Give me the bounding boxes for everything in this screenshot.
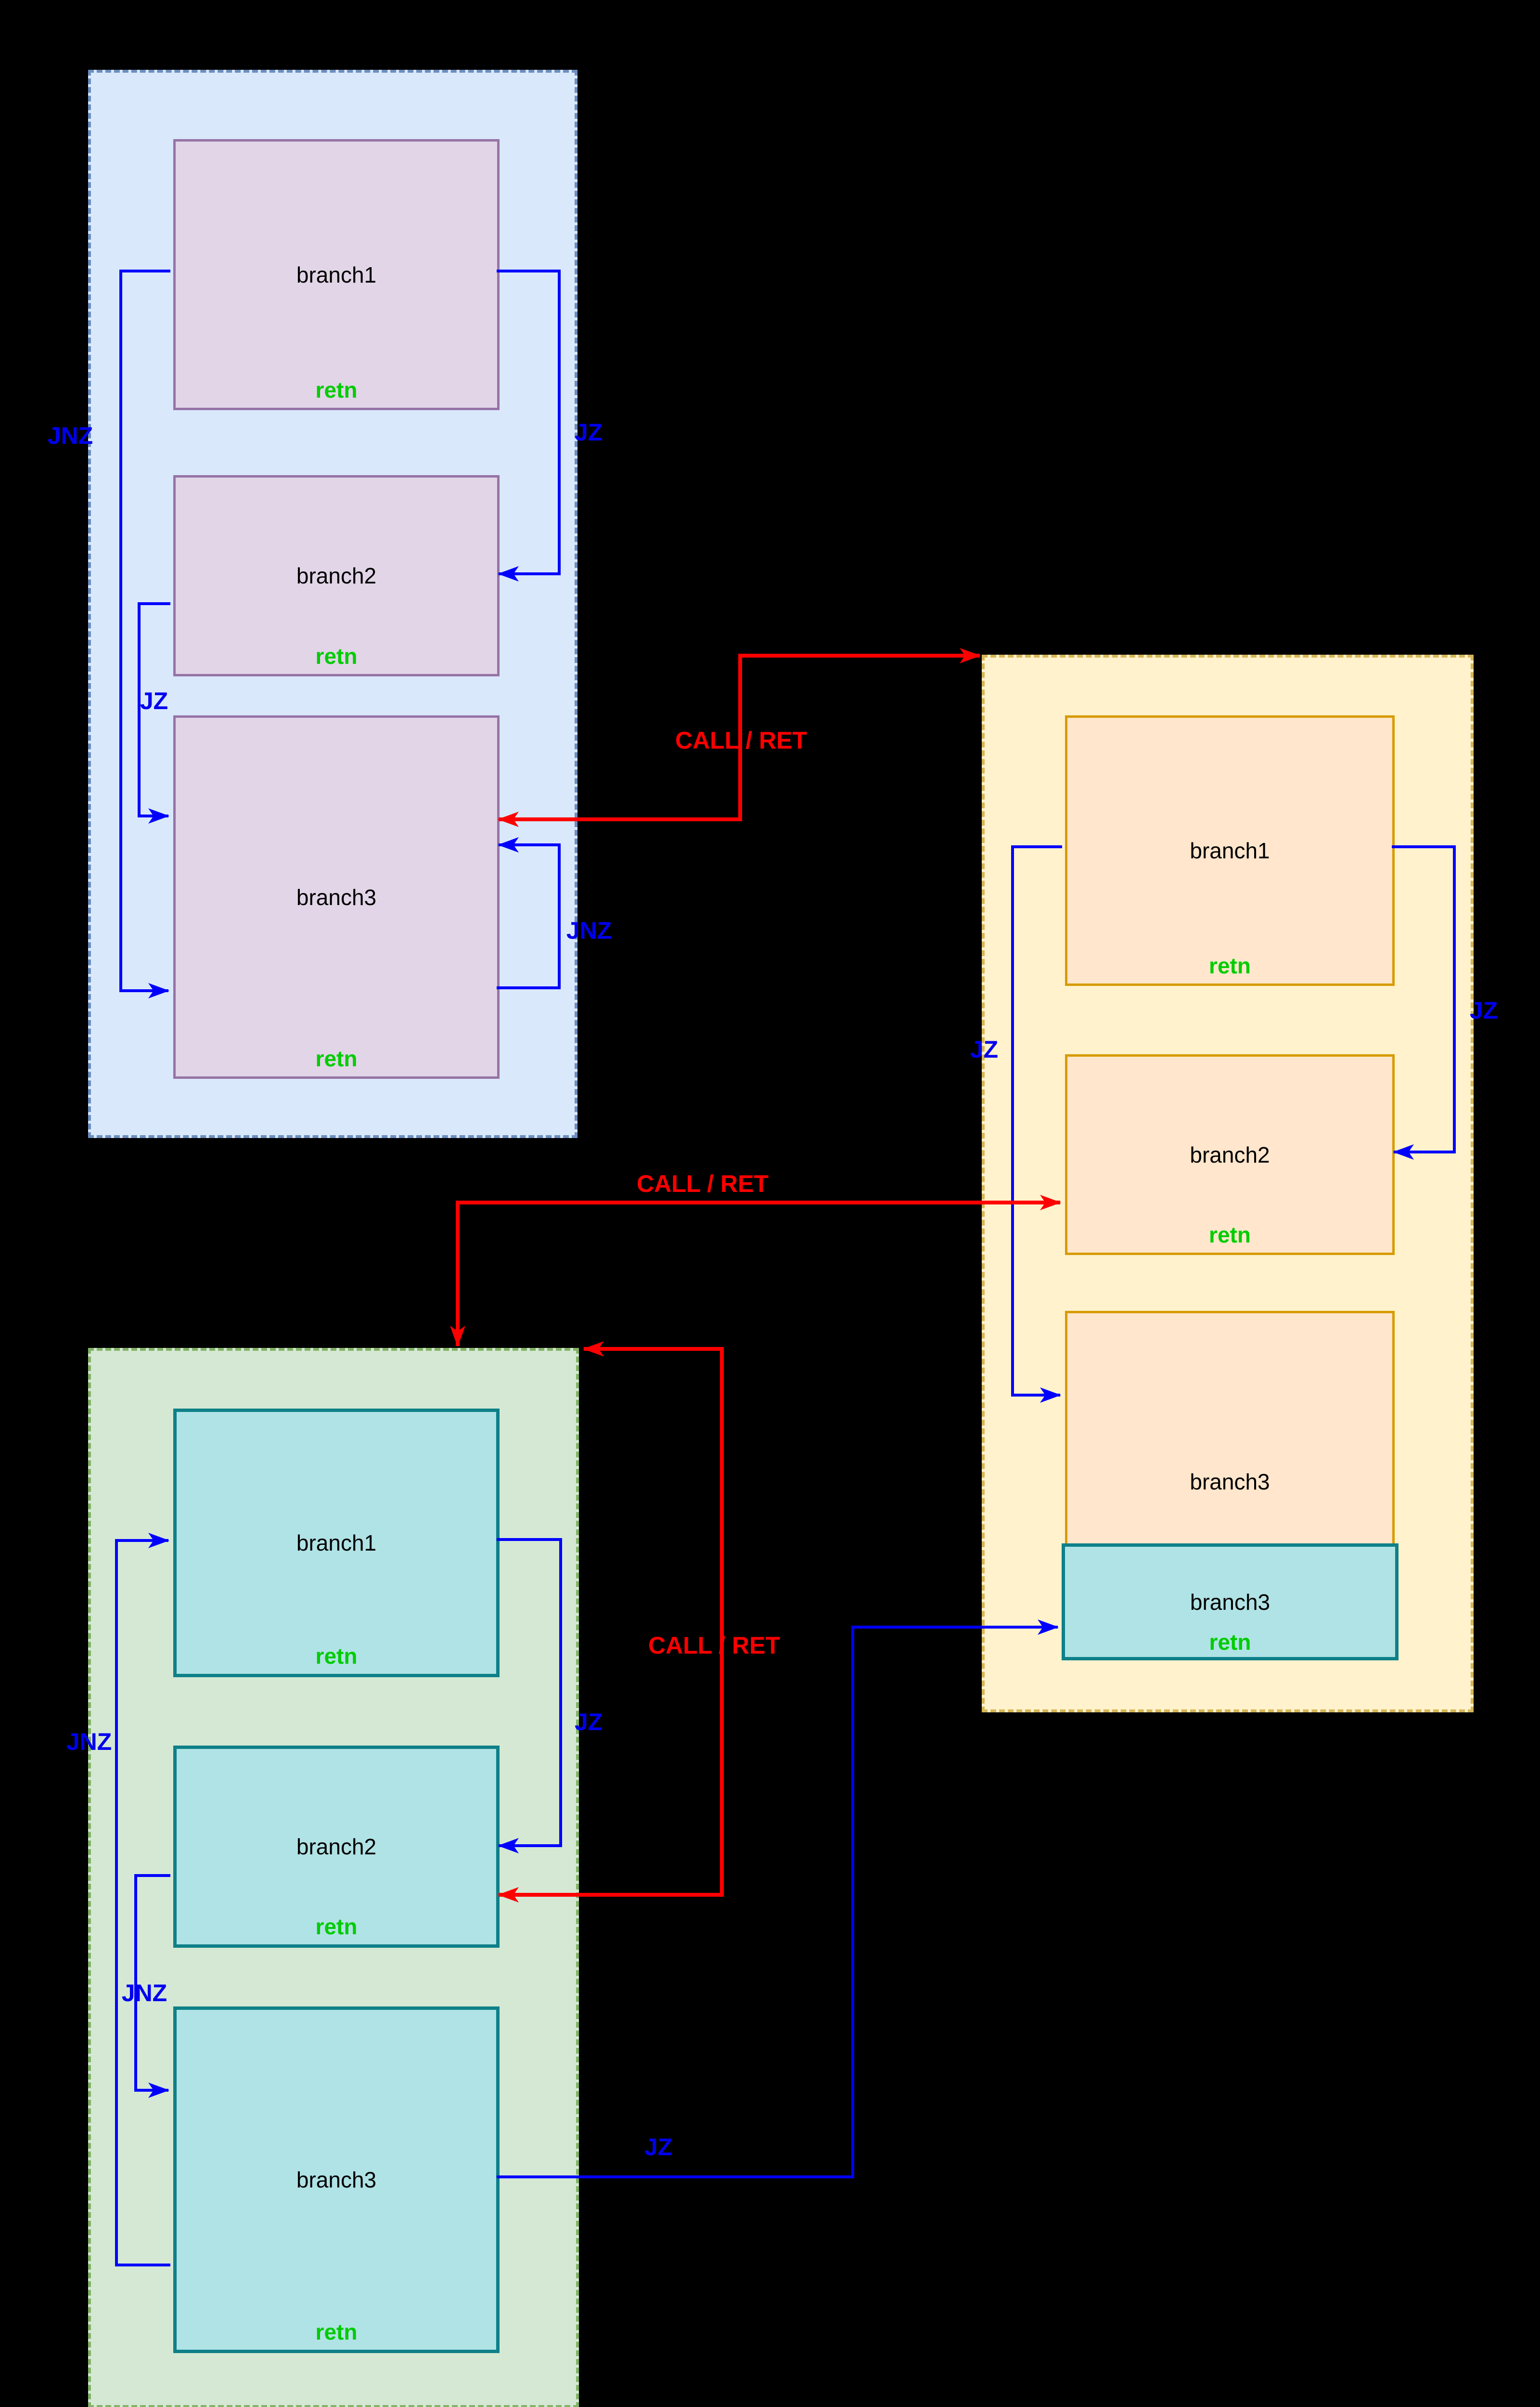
edge-label-jz-green-long: JZ [644,2134,673,2161]
block-label: branch1 [296,262,377,287]
basic-block-green-branch3: branch3 retn [173,2006,500,2353]
basic-block-blue-branch2: branch2 retn [173,475,500,676]
overlay-block-teal-branch3: branch3 retn [1062,1543,1399,1660]
retn-label: retn [315,377,358,402]
edge-label-jz-yellow-left: JZ [970,1036,999,1063]
basic-block-green-branch1: branch1 retn [173,1409,500,1677]
block-label: branch2 [1190,1142,1270,1167]
retn-label: retn [1209,953,1251,978]
basic-block-green-branch2: branch2 retn [173,1746,500,1948]
edge-label-jz-green-right: JZ [574,1708,603,1735]
edge-label-callret-bottom: CALL / RET [648,1632,781,1659]
edge-callret-green-yellow-b2 [450,1195,1061,1347]
block-label: branch3 [296,884,377,910]
edge-label-callret-middle: CALL / RET [636,1170,769,1197]
retn-label: retn [1209,1222,1251,1247]
block-label: branch3 [1190,1589,1270,1615]
edge-label-jz-yellow-right: JZ [1469,997,1498,1024]
basic-block-yellow-branch1: branch1 retn [1065,715,1395,986]
edge-label-jnz-blue-outer: JNZ [47,422,93,449]
block-label: branch2 [296,1834,377,1859]
basic-block-blue-branch3: branch3 retn [173,715,500,1079]
basic-block-yellow-branch2: branch2 retn [1065,1054,1395,1255]
edge-label-jnz-green-outer: JNZ [66,1728,112,1755]
retn-label: retn [315,2319,358,2344]
function-region-green: branch1 retn branch2 retn branch3 retn [88,1348,579,2407]
block-label: branch1 [1190,838,1270,863]
edge-label-jnz-green-inner: JNZ [121,1980,167,2006]
retn-label: retn [315,1914,358,1939]
edge-label-jnz-blue-self: JNZ [566,917,612,944]
edge-label-jz-blue-inner: JZ [140,687,168,714]
block-label: branch3 [296,2167,377,2192]
block-label: branch2 [296,563,377,588]
block-label: branch1 [296,1530,377,1555]
block-label: branch3 [1190,1469,1270,1495]
retn-label: retn [315,1643,358,1669]
function-region-blue: branch1 retn branch2 retn branch3 retn [88,70,578,1138]
edge-label-jz-blue-right: JZ [574,419,603,446]
retn-label: retn [315,644,358,669]
retn-label: retn [315,1046,358,1071]
retn-label: retn [1209,1630,1251,1655]
edge-label-callret-top: CALL / RET [675,727,808,754]
basic-block-blue-branch1: branch1 retn [173,139,500,410]
function-region-yellow: branch1 retn branch2 retn branch3 branch… [982,655,1474,1712]
